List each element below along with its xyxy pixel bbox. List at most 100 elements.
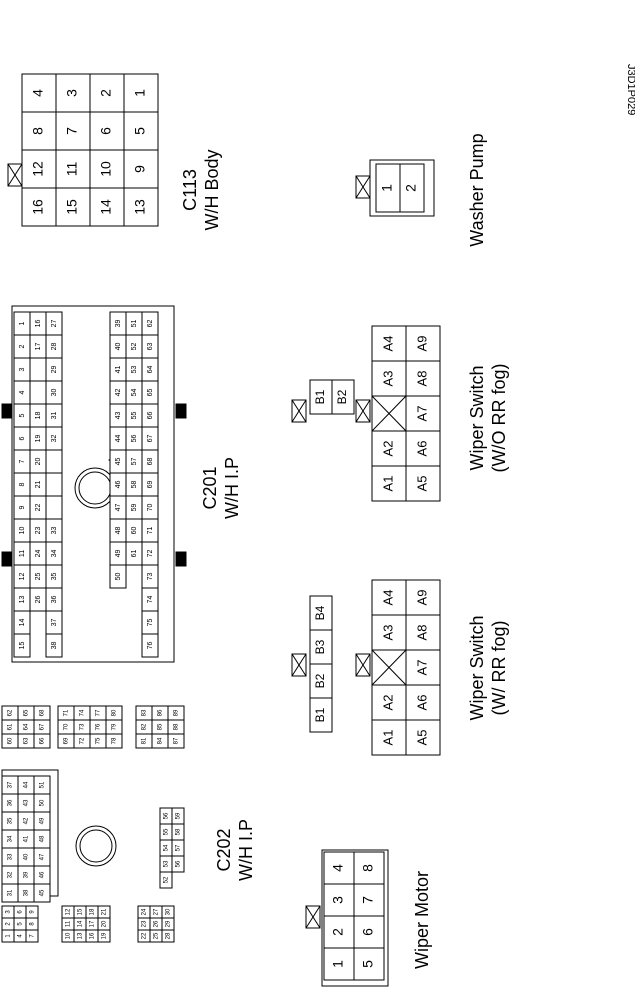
c202-top-pin: 34 <box>8 835 14 842</box>
c202-bottom-b-pin: 14 <box>78 920 84 927</box>
wiper-switch-wo-variant: (W/O RR fog) <box>489 363 509 472</box>
c202-bottom-a-cell <box>25 929 39 943</box>
wiper-switch-w-a-pin: A1 <box>380 730 395 746</box>
wiper-switch-w-a-pin: A4 <box>380 590 395 606</box>
c202-bottom-b-pin: 10 <box>66 932 72 939</box>
c113-pin: 3 <box>64 89 80 97</box>
c201-bottom-cell <box>141 633 159 658</box>
c202-bottom-c-pin: 26 <box>154 920 160 927</box>
c113-pin: 1 <box>132 89 148 97</box>
c202-code: C202 <box>214 828 234 871</box>
c202-bottom-c-cell <box>161 929 175 943</box>
c202-block1-pin: 68 <box>40 709 46 716</box>
c202-block1-cell <box>33 733 51 749</box>
c202-block2-pin: 78 <box>112 737 118 744</box>
c113-pin: 12 <box>30 161 46 177</box>
c202-bottom-a-pin: 9 <box>30 910 36 914</box>
wiper-switch-w-b-cell <box>309 697 333 733</box>
c201-latch <box>175 403 187 419</box>
c202-top-pin: 31 <box>8 889 14 896</box>
c202-block3-pin: 84 <box>158 737 164 744</box>
c201-top-pin: 7 <box>19 459 26 463</box>
c113-cell <box>55 149 91 189</box>
c202-bottom-b-pin: 15 <box>78 908 84 915</box>
c201-bottom-pin: 54 <box>131 389 138 397</box>
c201-bottom-pin: 70 <box>147 504 154 512</box>
c113-cell <box>123 187 159 227</box>
c113-pin: 15 <box>64 199 80 215</box>
c202-small-cell <box>171 855 185 873</box>
c201-bottom-pin: 53 <box>131 366 138 374</box>
wiper-switch-wo-a-cell <box>405 430 441 467</box>
wiper-motor-cell <box>353 947 385 981</box>
wiper-switch-w-a-pin: A2 <box>380 695 395 711</box>
c201-bottom-pin: 74 <box>147 596 154 604</box>
washer-pump-cell <box>375 163 401 213</box>
wiper-switch-wo-b-lock-d2 <box>291 399 307 423</box>
c202-block2-pin: 69 <box>64 737 70 744</box>
c202-top-cell <box>33 883 51 903</box>
wiper-switch-wo-a-pin: A3 <box>380 371 395 387</box>
c201-bottom-pin: 61 <box>131 550 138 558</box>
c201-bottom-pin: 73 <box>147 573 154 581</box>
c202-block3-pin: 89 <box>174 709 180 716</box>
c202-block3-pin: 83 <box>142 709 148 716</box>
wiper-motor-pin: 6 <box>360 928 376 936</box>
c201-latch <box>175 551 187 567</box>
c202-bottom-a-pin: 3 <box>6 910 12 914</box>
c202-bottom-b-pin: 20 <box>102 920 108 927</box>
c201-bottom-pin: 56 <box>131 435 138 443</box>
wiper-switch-wo-a-cell <box>371 360 407 397</box>
c202-bottom-c-pin: 29 <box>166 920 172 927</box>
c202-bottom-b-pin: 11 <box>66 920 72 927</box>
c113-pin: 16 <box>30 199 46 215</box>
c201-bottom-pin: 40 <box>115 343 122 351</box>
wiper-switch-w-name: Wiper Switch <box>467 615 487 720</box>
c201-code: C201 <box>200 466 220 509</box>
wiper-switch-w-b-lock-d2 <box>291 653 307 677</box>
c201-bottom-pin: 63 <box>147 343 154 351</box>
wiper-switch-wo-a-cell <box>371 465 407 502</box>
c201-bottom-pin: 47 <box>115 504 122 512</box>
c202-block3-pin: 87 <box>174 737 180 744</box>
c201-top-cell <box>13 633 31 658</box>
c201-top-pin: 3 <box>19 367 26 371</box>
figure-code: J3D1P029 <box>625 64 635 115</box>
c202-top-pin: 43 <box>24 799 30 806</box>
c201-top-pin: 15 <box>19 642 26 650</box>
c113-cell <box>89 187 125 227</box>
c202-circle-inner <box>79 829 113 863</box>
c201-top-pin: 30 <box>51 389 58 397</box>
c202-top-pin: 51 <box>40 781 46 788</box>
c201-top-pin: 10 <box>19 527 26 535</box>
c201-bottom-pin: 46 <box>115 481 122 489</box>
c202-block2-pin: 76 <box>96 723 102 730</box>
c202-small-pin: 55 <box>164 828 170 835</box>
wiper-switch-wo-label: Wiper Switch (W/O RR fog) <box>467 363 509 472</box>
c202-bottom-b-pin: 13 <box>78 932 84 939</box>
c202-bottom-b-pin: 17 <box>90 920 96 927</box>
wiper-switch-wo-x2 <box>371 395 407 432</box>
wiper-switch-wo-a-lock-d2 <box>355 399 371 423</box>
wiper-switch-wo-a-pin: A4 <box>380 336 395 352</box>
wiper-switch-w-a-lock-d2 <box>355 653 371 677</box>
c113-cell <box>123 73 159 113</box>
c202-bottom-b-pin: 21 <box>102 908 108 915</box>
wiper-switch-w-b-pin: B1 <box>313 707 327 722</box>
c202-small-pin: 52 <box>164 876 170 883</box>
c202-top-pin: 33 <box>8 853 14 860</box>
c202-bottom-b-pin: 18 <box>90 908 96 915</box>
wiper-switch-wo-a-cell <box>371 325 407 362</box>
c201-bottom-pin: 58 <box>131 481 138 489</box>
c202-block2-pin: 71 <box>64 709 70 716</box>
c202-bottom-c-pin: 23 <box>142 920 148 927</box>
c201-top-pin: 16 <box>35 320 42 328</box>
c202-block1-pin: 60 <box>8 737 14 744</box>
c202-block2-pin: 72 <box>80 737 86 744</box>
c201-bottom-pin: 71 <box>147 527 154 535</box>
c113-pin: 10 <box>98 161 114 177</box>
wiper-switch-w-variant: (W/ RR fog) <box>489 620 509 715</box>
washer-pump-lock-d2 <box>355 175 371 199</box>
c201-bottom-pin: 42 <box>115 389 122 397</box>
